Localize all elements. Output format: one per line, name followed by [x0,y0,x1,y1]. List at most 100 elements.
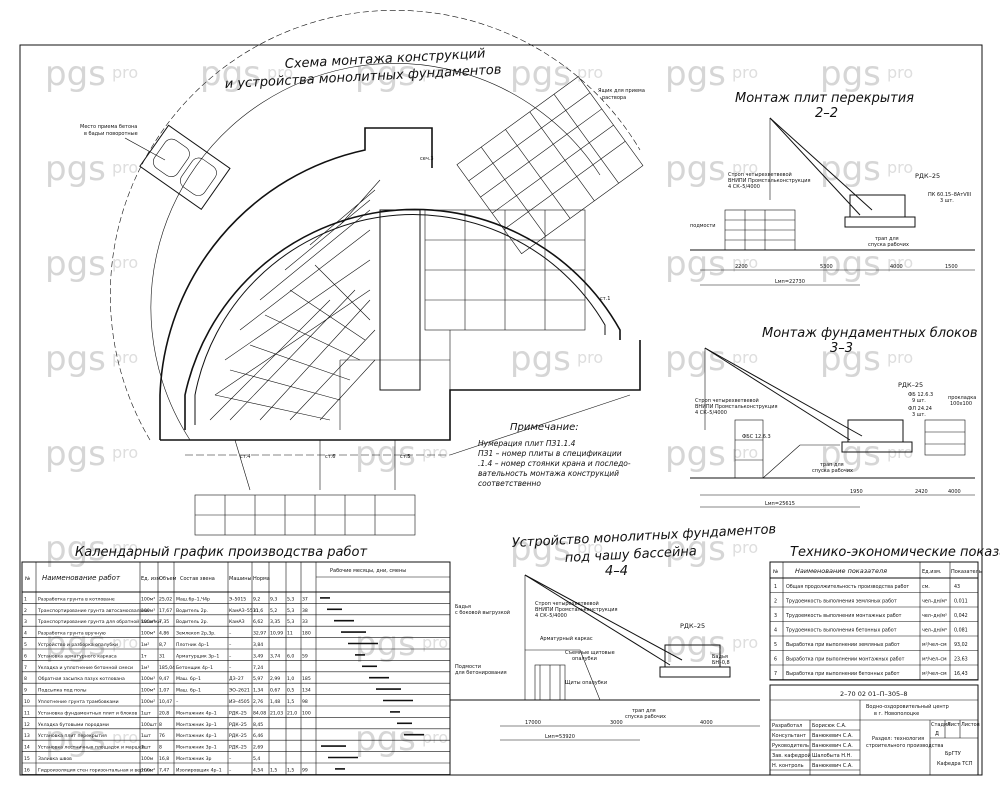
schedule-row-machine: РДК–25 [229,722,247,728]
tep-row-value: 43 [954,584,960,590]
schedule-row-labor: 3,84 [253,642,263,648]
watermark-suffix: pro [112,158,138,177]
section-4-4-number: 4–4 [605,564,628,579]
schedule-row-num: 2 [24,608,27,614]
stamp-role: Н. контроль [772,763,804,769]
watermark-suffix: pro [732,348,758,367]
schedule-row-volume: 17,67 [159,608,172,614]
note-line3: .1.4 – номер стоянки крана и последо- [478,459,631,468]
schedule-row-crew: Изолировщик 4р–1 [176,767,222,773]
stamp-sheets: Листов [961,722,980,728]
formwork-label-2: опалубки [572,656,597,662]
stamp-code: 2–70 02 01–П–305–8 [840,690,908,698]
schedule-row-num: 5 [24,642,27,648]
watermark-brand: pgs [510,339,571,379]
spacer-label2: 100х100 [950,401,972,407]
schedule-row-volume: 8 [159,745,162,751]
fl-label: ФЛ 24.24 [908,406,932,412]
tep-row-name: Общая продолжительность производства раб… [786,584,909,590]
schedule-row-machine: КамАЗ [229,619,245,625]
watermark-suffix: pro [112,253,138,272]
schedule-row-labor: 31,6 [253,608,263,614]
tep-row-value: 23,63 [954,657,968,663]
watermark-brand: pgs [820,434,881,474]
schedule-row-num: 8 [24,676,27,682]
schedule-row-unit: 100шт [141,722,157,728]
fbs1-qty: 9 шт. [912,398,926,404]
schedule-table: № Наименование работ Ед. изм. Объем Сост… [21,561,451,776]
schedule-header-name: Наименование работ [42,574,121,582]
schedule-row-crew: Маш. 6р–1 [176,676,201,682]
dim-44: 3000 [610,720,623,726]
schedule-row-num: 9 [24,688,27,694]
schedule-row-volume: 8,7 [159,642,166,648]
schedule-row-num: 11 [24,710,30,716]
tep-row-unit: чел–дн/м³ [922,628,947,634]
schedule-row-num: 6 [24,653,27,659]
concrete-spot-label2: в бадьи поворотные [84,131,138,137]
path-workers-22b: спуска рабочих [868,242,909,248]
schedule-row-crew: Монтажник 4р–1 [176,710,217,716]
watermark-suffix: pro [887,63,913,82]
schedule-row-volume: 25,02 [159,596,172,602]
schedule-row-days: 5,2 [270,608,277,614]
lmn-33: Lмп=25615 [765,501,795,507]
sling-22-3: 4 СК–5/4000 [728,184,760,190]
watermark-brand: pgs [45,719,106,759]
note-line1: Нумерация плит ПЗ1.1.4 [478,439,576,448]
stamp-role: Руководитель [772,743,809,749]
path-workers-33b: спуска рабочих [812,468,853,474]
schedule-row-volume: 185,04 [159,665,175,671]
schedule-row-shift: 1,0 [287,676,294,682]
schedule-row-num: 10 [24,699,30,705]
schedule-row-percent: 185 [302,676,311,682]
stamp-name: Ванюкевич С.А. [812,733,853,739]
axis-label: ст.4 [240,454,250,460]
schedule-row-volume: 7,35 [159,619,169,625]
schedule-row-shift: 1,5 [287,767,294,773]
schedule-row-percent: 59 [302,653,308,659]
schedule-row-crew: Бетонщик 4р–1 [176,665,213,671]
sling-33-1: Строп четырехветвевой [695,397,759,404]
tep-table: № Наименование показателя Ед.изм. Показа… [769,561,982,681]
schedule-row-volume: 4,86 [159,631,169,637]
pk-slab-qty: 3 шт. [940,198,954,204]
schedule-row-unit: 1шт [141,733,151,739]
stamp-stage: Стадия [931,722,950,728]
schedule-row-shift: 1,5 [287,699,294,705]
tep-row-num: 3 [774,613,777,619]
pk-slab-label: ПК 60.15–8AтVIII [928,192,971,198]
watermark-brand: pgs [665,434,726,474]
note-title: Примечание: [510,422,579,433]
schedule-row-days: 0,67 [270,688,280,694]
schedule-row-machine: ЭО–2621 [229,688,250,694]
schedule-header-months: Рабочие месяцы, дни, смены [330,568,406,574]
schedule-row-name: Установка плит перекрытия [38,733,107,739]
dim-22: 2200 [735,264,748,270]
watermark-brand: pgs [665,339,726,379]
schedule-row-name: Разработка грунта вручную [38,631,106,637]
schedule-row-labor: 7,24 [253,665,263,671]
tep-row-num: 5 [774,642,777,648]
schedule-row-crew: – [176,700,179,705]
schedule-row-crew: Маш.6р–1,Ч4р [176,596,210,602]
schedule-row-unit: 1шт [141,710,151,716]
schedule-row-days: 9,3 [270,596,277,602]
schedule-row-unit: 100м³ [141,619,155,625]
tep-header-value: Показатель [951,569,982,575]
sling-44-1: Строп четырехветвевой [535,600,599,607]
formwork-label-1: Съемные щитовые [565,650,615,656]
schedule-row-labor: 6,62 [253,619,263,625]
watermark-brand: pgs [820,54,881,94]
schedule-header-machines: Машины [229,576,251,582]
concrete-spot-label: Место приема бетона [80,124,137,130]
tep-row-unit: чел–дн/м³ [922,613,947,619]
crane-label-33: РДК–25 [898,381,923,389]
tep-row-name: Трудоемкость выполнения земляных работ [785,599,897,605]
schedule-header-unit: Ед. изм. [141,576,162,582]
section-3-3-number: 3–3 [830,341,853,356]
watermark-suffix: pro [577,63,603,82]
